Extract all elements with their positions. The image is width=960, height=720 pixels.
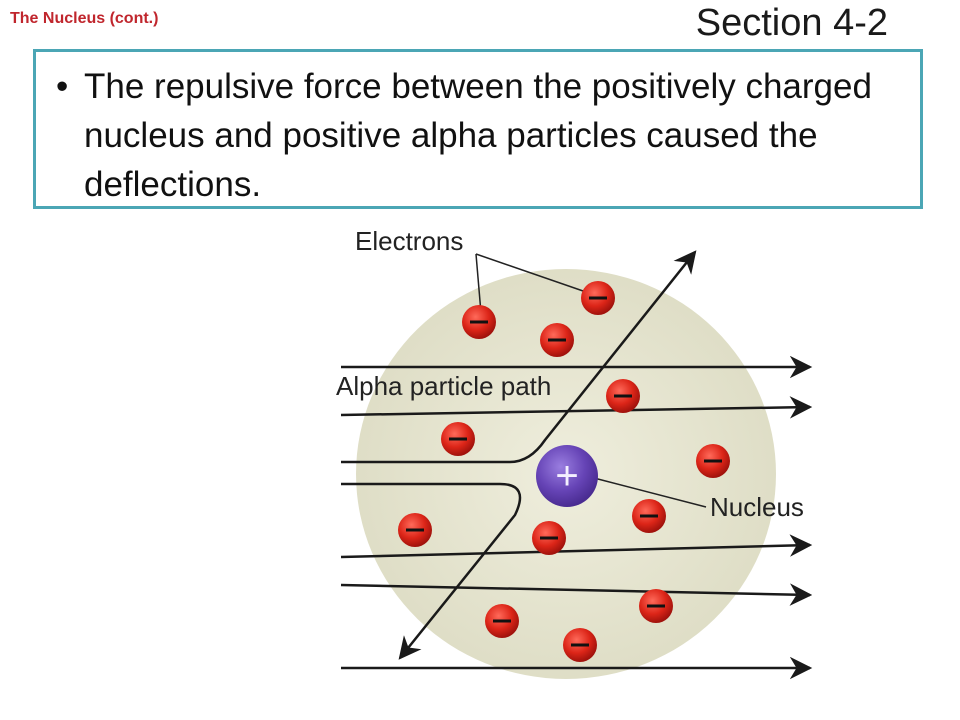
alpha-path-label: Alpha particle path [336, 371, 551, 401]
nucleus-sign: + [555, 454, 578, 498]
electron-minus-icon [406, 528, 424, 532]
electron-minus-icon [493, 619, 511, 623]
electrons [398, 281, 730, 662]
electron-pointer [475, 253, 587, 293]
electron-minus-icon [704, 459, 722, 463]
section-number: Section 4-2 [695, 2, 888, 44]
electron-minus-icon [589, 296, 607, 300]
electron-minus-icon [614, 394, 632, 398]
bullet-dot-icon: • [56, 67, 69, 106]
slide-label: The Nucleus (cont.) [10, 10, 159, 27]
bullet-text: The repulsive force between the positive… [84, 67, 872, 204]
electrons-label: Electrons [355, 226, 463, 256]
bullet-box: • The repulsive force between the positi… [33, 49, 923, 209]
electron-minus-icon [548, 338, 566, 342]
nucleus-pointer [593, 477, 707, 508]
alpha-path [341, 482, 522, 660]
electron-minus-icon [640, 514, 658, 518]
electron-minus-icon [647, 604, 665, 608]
bullet-item: • The repulsive force between the positi… [56, 62, 900, 209]
alpha-path [340, 534, 813, 559]
alpha-path [341, 250, 697, 464]
nucleus [536, 445, 598, 507]
pointer-lines [475, 253, 707, 508]
alpha-paths [340, 250, 813, 680]
electron-minus-icon [571, 643, 589, 647]
electron-minus-icon [540, 536, 558, 540]
alpha-path [340, 583, 813, 606]
electron-pointer [475, 253, 482, 314]
electron-minus-icon [449, 437, 467, 441]
nucleus-label: Nucleus [710, 492, 804, 522]
electron-minus-icon [470, 320, 488, 324]
alpha-path [340, 396, 813, 419]
